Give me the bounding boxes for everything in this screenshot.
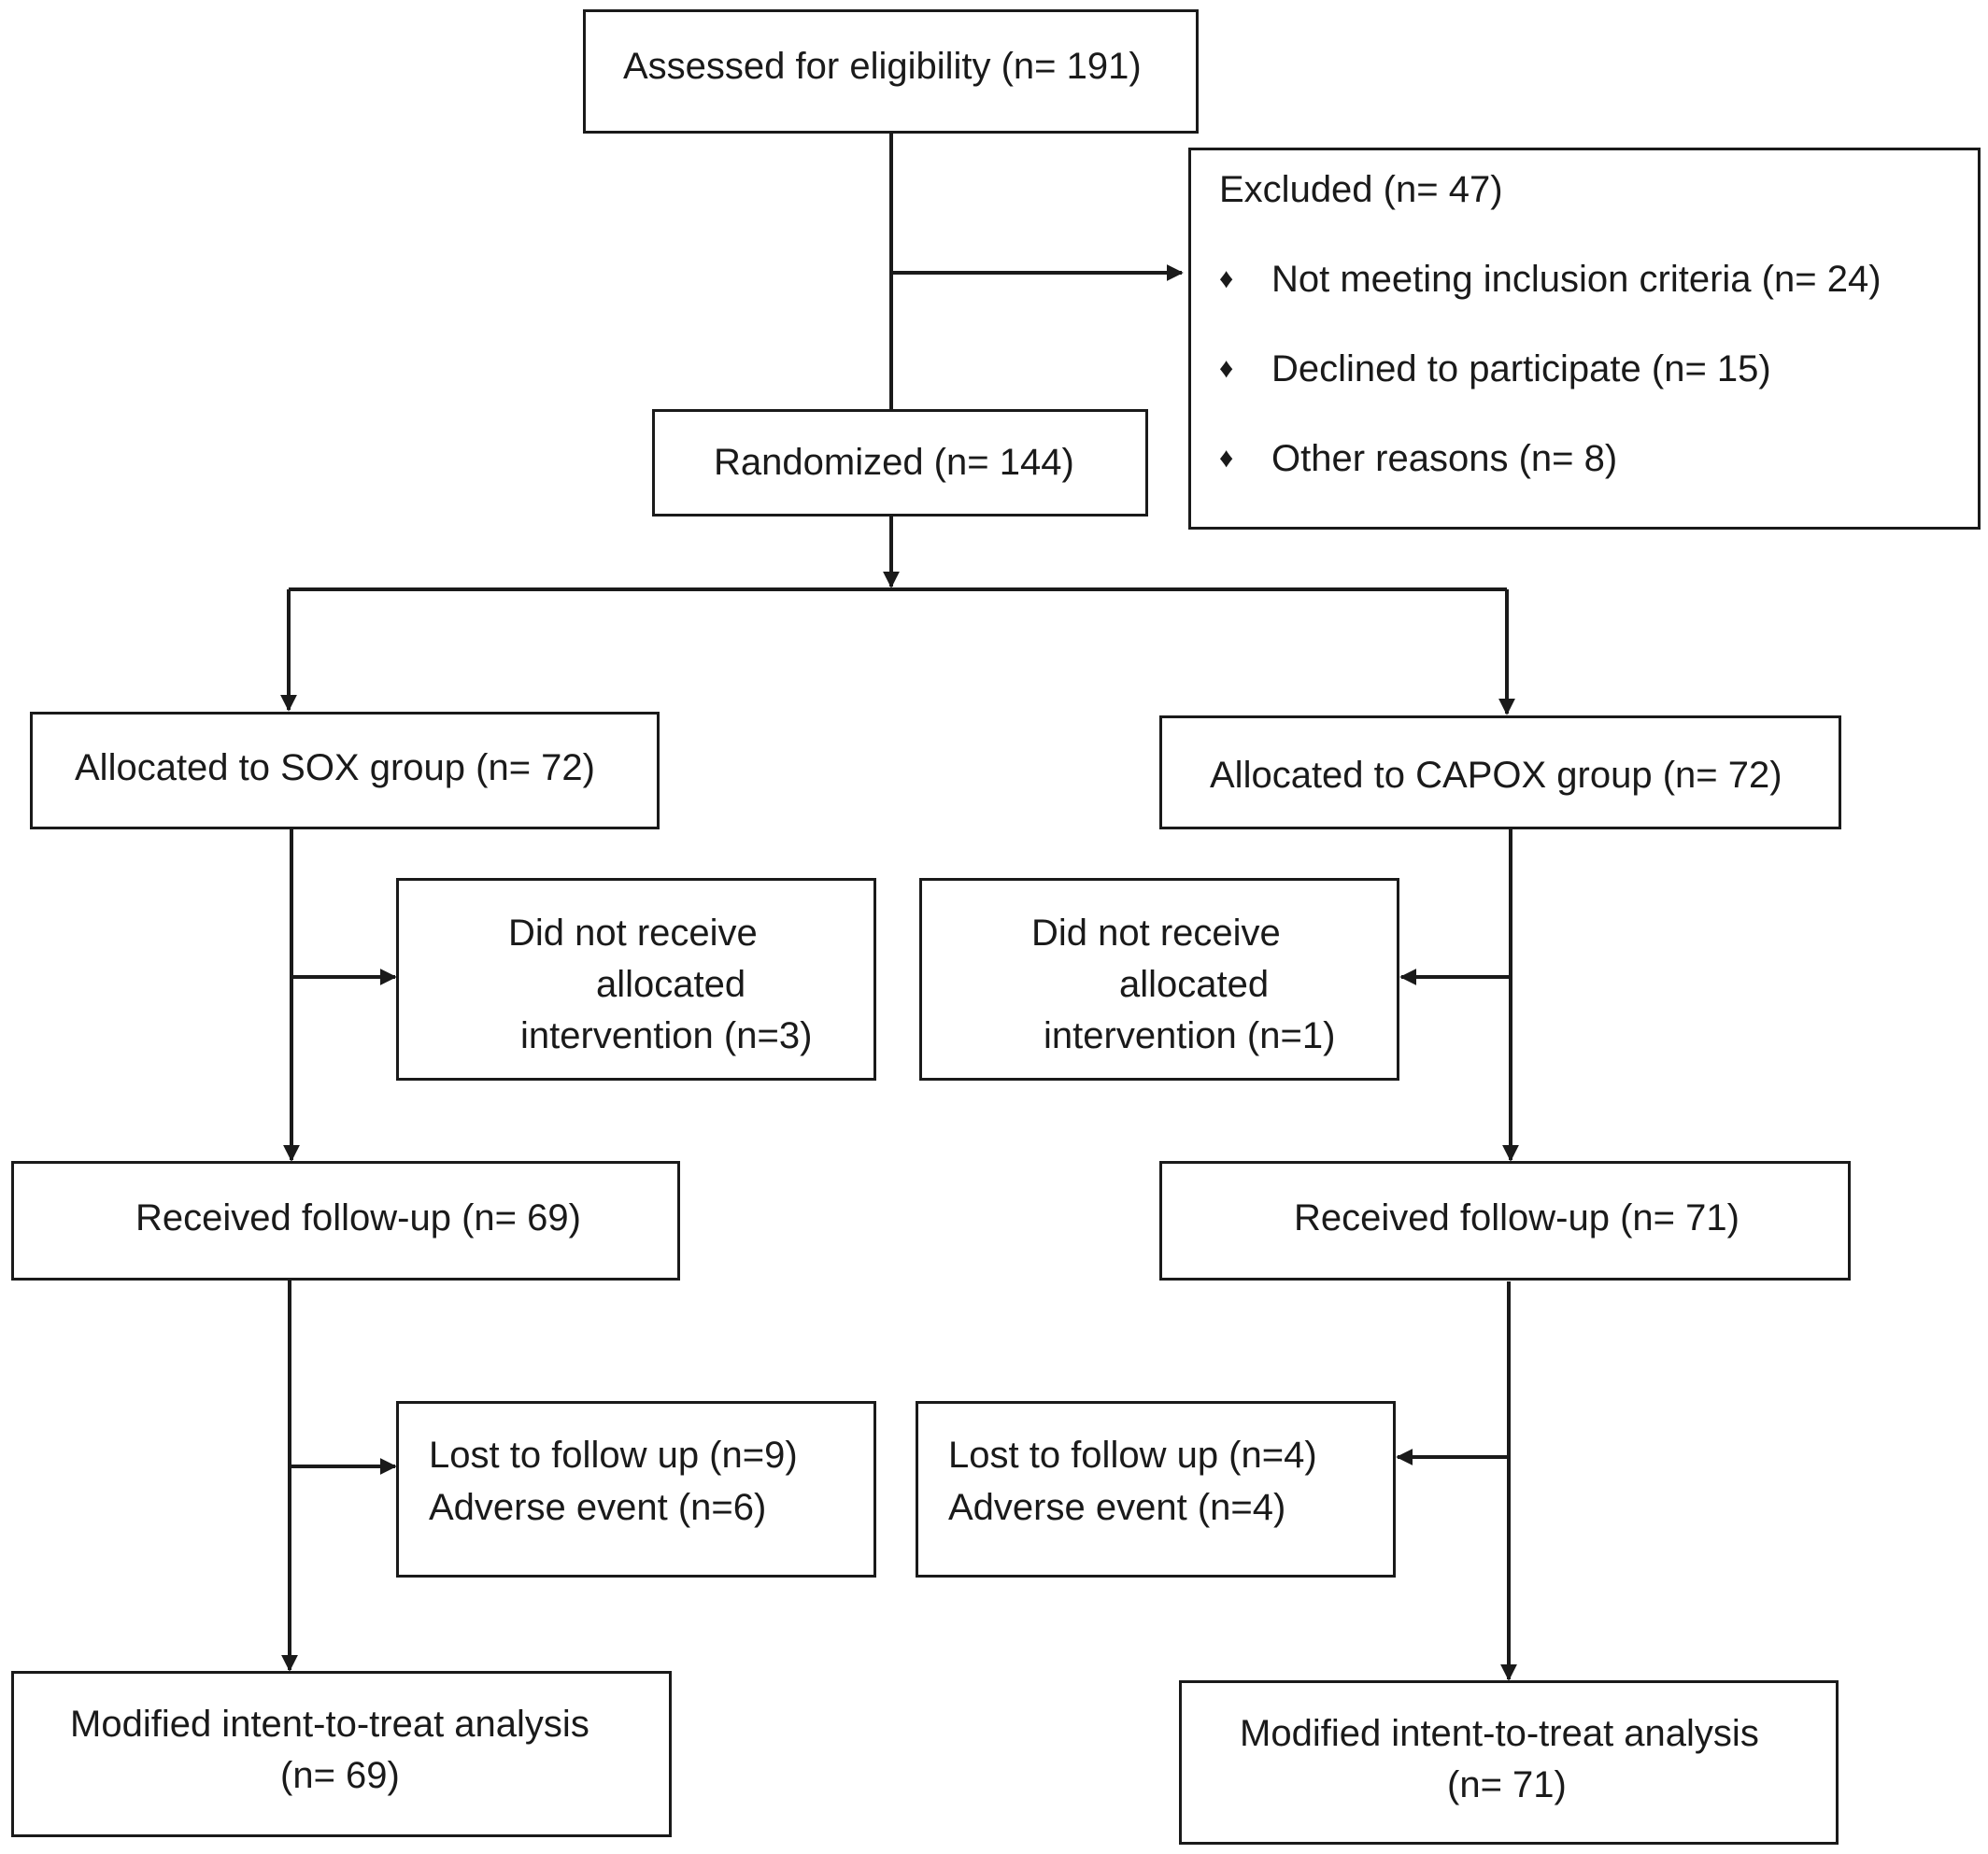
capox-lost-line: Adverse event (n=4)	[948, 1487, 1286, 1528]
sox-not-received-line: intervention (n=3)	[520, 1015, 813, 1056]
capox-followup-box: Received follow-up (n= 71)	[1159, 1161, 1851, 1281]
excluded-title: Excluded (n= 47)	[1219, 169, 1503, 210]
excluded-item: Other reasons (n= 8)	[1271, 438, 1618, 479]
excluded-item: Declined to participate (n= 15)	[1271, 348, 1771, 389]
capox-not-received-line: intervention (n=1)	[1044, 1015, 1336, 1056]
sox-analysis-line: Modified intent-to-treat analysis	[70, 1704, 589, 1745]
excluded-box: Excluded (n= 47) ♦ Not meeting inclusion…	[1188, 148, 1981, 530]
capox-analysis-box: Modified intent-to-treat analysis (n= 71…	[1179, 1680, 1839, 1845]
capox-followup-text: Received follow-up (n= 71)	[1294, 1197, 1740, 1238]
sox-followup-text: Received follow-up (n= 69)	[135, 1197, 581, 1238]
capox-analysis-line: Modified intent-to-treat analysis	[1240, 1713, 1759, 1754]
capox-allocated-text: Allocated to CAPOX group (n= 72)	[1210, 755, 1782, 796]
randomized-text: Randomized (n= 144)	[714, 442, 1074, 483]
bullet-icon: ♦	[1219, 263, 1234, 294]
assessed-box: Assessed for eligibility (n= 191)	[583, 9, 1199, 134]
sox-analysis-box: Modified intent-to-treat analysis (n= 69…	[11, 1671, 672, 1837]
bullet-icon: ♦	[1219, 353, 1234, 384]
sox-not-received-line: Did not receive	[508, 913, 758, 954]
capox-not-received-line: Did not receive	[1031, 913, 1281, 954]
capox-analysis-line: (n= 71)	[1447, 1764, 1567, 1805]
sox-lost-line: Lost to follow up (n=9)	[429, 1435, 798, 1476]
sox-allocated-box: Allocated to SOX group (n= 72)	[30, 712, 660, 829]
sox-allocated-text: Allocated to SOX group (n= 72)	[75, 747, 595, 788]
sox-followup-box: Received follow-up (n= 69)	[11, 1161, 680, 1281]
sox-not-received-box: Did not receive allocated intervention (…	[396, 878, 876, 1081]
sox-lost-box: Lost to follow up (n=9) Adverse event (n…	[396, 1401, 876, 1578]
assessed-text: Assessed for eligibility (n= 191)	[623, 46, 1142, 87]
randomized-box: Randomized (n= 144)	[652, 409, 1148, 517]
sox-not-received-line: allocated	[596, 964, 746, 1005]
capox-not-received-line: allocated	[1119, 964, 1270, 1005]
capox-not-received-box: Did not receive allocated intervention (…	[919, 878, 1399, 1081]
sox-lost-line: Adverse event (n=6)	[429, 1487, 767, 1528]
sox-analysis-line: (n= 69)	[280, 1755, 400, 1796]
capox-lost-box: Lost to follow up (n=4) Adverse event (n…	[916, 1401, 1396, 1578]
excluded-item: Not meeting inclusion criteria (n= 24)	[1271, 259, 1882, 300]
capox-lost-line: Lost to follow up (n=4)	[948, 1435, 1317, 1476]
capox-allocated-box: Allocated to CAPOX group (n= 72)	[1159, 715, 1841, 829]
bullet-icon: ♦	[1219, 443, 1234, 474]
